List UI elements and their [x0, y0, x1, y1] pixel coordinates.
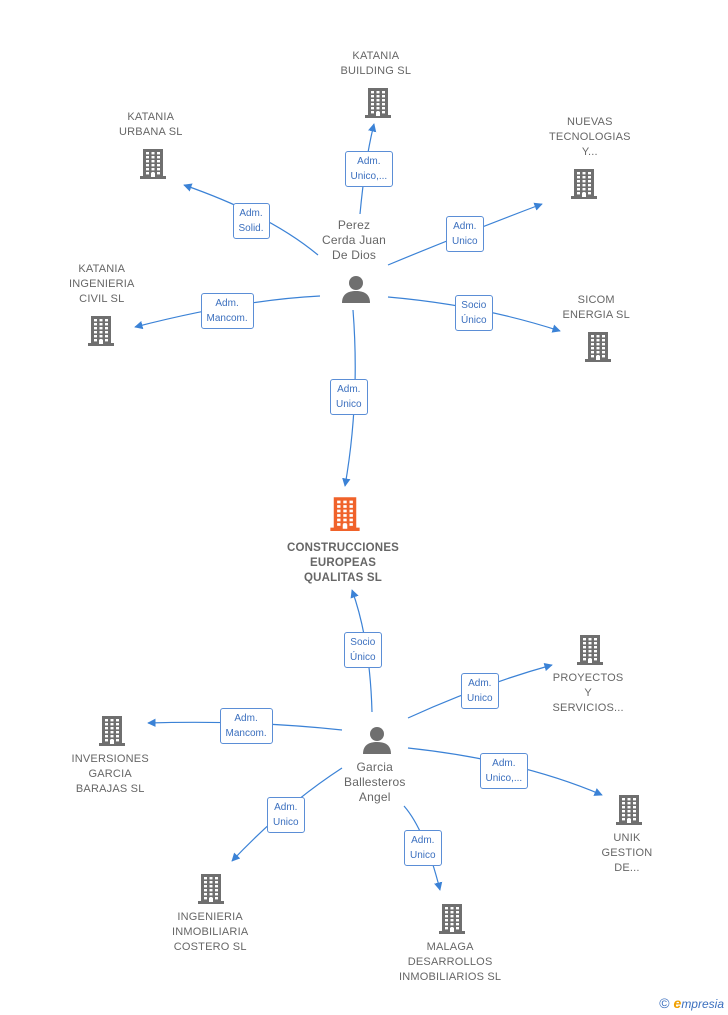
person-node-icon[interactable]: [362, 725, 392, 755]
company-name[interactable]: PROYECTOS Y SERVICIOS...: [553, 671, 624, 716]
building-icon: [577, 635, 603, 665]
node-label: CONSTRUCCIONES EUROPEAS QUALITAS SL: [287, 542, 400, 584]
company-name[interactable]: SICOM ENERGIA SL: [563, 293, 630, 323]
relationship-label[interactable]: Adm. Unico,...: [479, 753, 529, 789]
company-node-icon[interactable]: [436, 902, 468, 934]
building-icon: [439, 904, 465, 934]
company-node-icon[interactable]: [195, 872, 227, 904]
company-name[interactable]: KATANIA URBANA SL: [119, 110, 183, 140]
person-name[interactable]: Garcia Ballesteros Angel: [344, 760, 406, 805]
company-node-icon[interactable]: [137, 147, 169, 179]
building-icon: [585, 332, 611, 362]
company-node-icon[interactable]: [574, 633, 606, 665]
relationship-label[interactable]: Adm. Unico,...: [344, 151, 394, 187]
company-name[interactable]: INVERSIONES GARCIA BARAJAS SL: [72, 752, 149, 797]
building-icon: [616, 795, 642, 825]
company-name[interactable]: NUEVAS TECNOLOGIAS Y...: [549, 115, 631, 160]
company-node-icon[interactable]: [327, 495, 363, 531]
building-icon: [365, 88, 391, 118]
person-icon: [363, 727, 391, 754]
relationship-label[interactable]: Adm. Unico: [404, 830, 442, 866]
company-node-icon[interactable]: [362, 86, 394, 118]
node-label: Perez Cerda Juan De Dios: [322, 218, 387, 262]
node-label: PROYECTOS Y SERVICIOS...: [552, 672, 624, 714]
company-name[interactable]: MALAGA DESARROLLOS INMOBILIARIOS SL: [399, 940, 501, 985]
building-icon: [330, 497, 360, 531]
company-node-icon[interactable]: [96, 714, 128, 746]
building-icon: [571, 169, 597, 199]
copyright-symbol: ©: [659, 995, 670, 1011]
footer-brand: © empresia: [659, 995, 724, 1011]
person-icon: [342, 276, 370, 303]
building-icon: [140, 149, 166, 179]
node-label: KATANIA INGENIERIA CIVIL SL: [69, 263, 135, 305]
relationship-label[interactable]: Adm. Unico: [267, 797, 305, 833]
company-node-icon[interactable]: [568, 167, 600, 199]
node-label: KATANIA URBANA SL: [119, 111, 183, 138]
company-name[interactable]: KATANIA INGENIERIA CIVIL SL: [69, 262, 135, 307]
company-name[interactable]: KATANIA BUILDING SL: [341, 49, 412, 79]
building-icon: [198, 874, 224, 904]
company-node-icon[interactable]: [582, 330, 614, 362]
relationship-label[interactable]: Socio Único: [344, 632, 382, 668]
relationship-label[interactable]: Adm. Mancom.: [200, 293, 254, 329]
brand-logo-text: mpresia: [681, 997, 724, 1011]
node-label: NUEVAS TECNOLOGIAS Y...: [549, 116, 631, 158]
relationship-label[interactable]: Adm. Mancom.: [219, 708, 273, 744]
relationship-label[interactable]: Adm. Unico: [461, 673, 499, 709]
relationship-label[interactable]: Adm. Unico: [446, 216, 484, 252]
company-name[interactable]: UNIK GESTION DE...: [602, 831, 653, 876]
node-label: SICOM ENERGIA SL: [562, 294, 630, 321]
person-name[interactable]: Perez Cerda Juan De Dios: [322, 218, 386, 263]
company-node-icon[interactable]: [85, 314, 117, 346]
company-node-icon[interactable]: [613, 793, 645, 825]
node-label: Garcia Ballesteros Angel: [344, 760, 406, 804]
person-node-icon[interactable]: [341, 274, 371, 304]
node-label: UNIK GESTION DE...: [601, 832, 653, 874]
relationship-label[interactable]: Socio Único: [455, 295, 493, 331]
node-label: MALAGA DESARROLLOS INMOBILIARIOS SL: [399, 941, 502, 983]
node-label: INVERSIONES GARCIA BARAJAS SL: [71, 753, 149, 795]
node-label: KATANIA BUILDING SL: [340, 50, 412, 77]
building-icon: [99, 716, 125, 746]
company-name[interactable]: INGENIERIA INMOBILIARIA COSTERO SL: [172, 910, 248, 955]
center-company-name[interactable]: CONSTRUCCIONES EUROPEAS QUALITAS SL: [287, 541, 399, 586]
brand-logo-letter: e: [673, 995, 682, 1011]
node-label: INGENIERIA INMOBILIARIA COSTERO SL: [172, 911, 249, 953]
building-icon: [88, 316, 114, 346]
relationship-label[interactable]: Adm. Unico: [330, 379, 368, 415]
relationship-label[interactable]: Adm. Solid.: [232, 203, 270, 239]
